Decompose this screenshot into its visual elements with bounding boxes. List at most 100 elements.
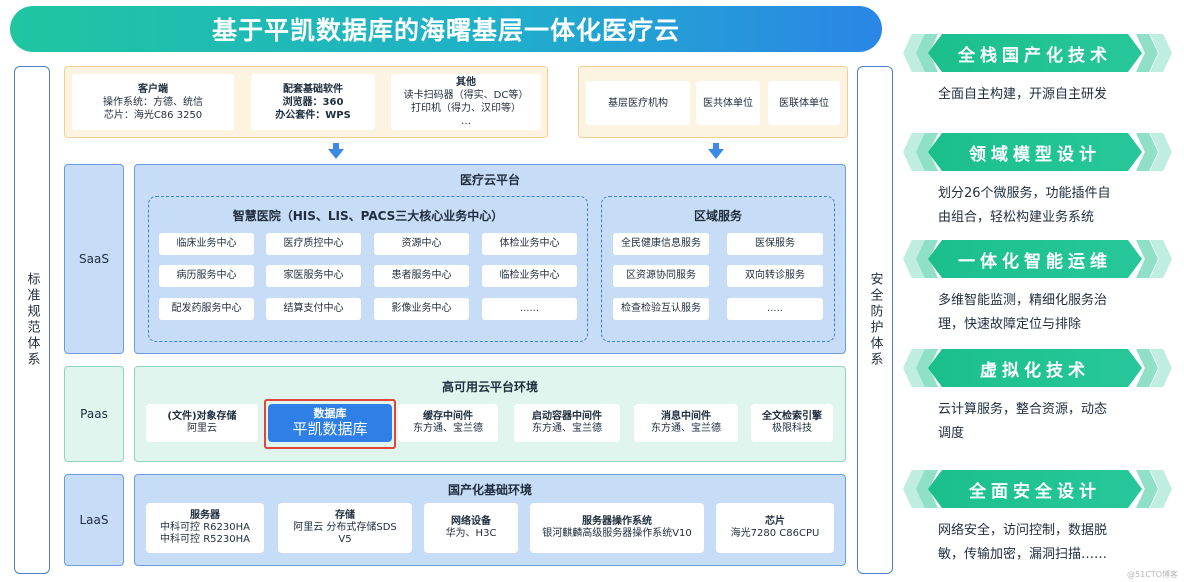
software-browser: 浏览器：360 <box>282 96 344 108</box>
chevron-left-icon <box>903 34 925 72</box>
other-reader: 读卡扫码器（得实、DC等） <box>403 90 529 101</box>
unit-card-3: 医联体单位 <box>768 81 840 125</box>
other-more: … <box>461 116 471 127</box>
feature-title-ribbon: 全面安全设计 <box>928 470 1142 508</box>
paas-component-card: 缓存中间件东方通、宝兰德 <box>398 404 498 442</box>
down-arrow-stem <box>713 143 719 149</box>
paas-component-title: 数据库 <box>313 406 347 420</box>
software-card: 配套基础软件 浏览器：360 办公套件：WPS <box>251 74 375 130</box>
infrastructure-title: 服务器操作系统 <box>582 516 652 527</box>
paas-title: 高可用云平台环境 <box>441 380 538 394</box>
database-card-highlight: 数据库平凯数据库 <box>268 404 392 442</box>
paas-component-vendor: 东方通、宝兰德 <box>532 423 602 434</box>
paas-component-card: 消息中间件东方通、宝兰德 <box>634 404 738 442</box>
regional-service-chip: ..... <box>727 298 823 320</box>
chevron-left-icon <box>903 349 925 387</box>
standards-system-panel: 标准规范体系 <box>14 66 50 574</box>
infrastructure-title: 网络设备 <box>451 516 491 527</box>
security-system-label: 安全防护体系 <box>867 272 883 368</box>
paas-component-title: 消息中间件 <box>661 411 711 422</box>
client-chip: 芯片：海光C86 3250 <box>103 109 203 121</box>
security-system-panel: 安全防护体系 <box>857 66 893 574</box>
regional-service-chip: 双向转诊服务 <box>727 265 823 287</box>
paas-component-title: (文件)对象存储 <box>167 411 237 422</box>
feature-description: 敏，传输加密，漏洞扫描…… <box>938 547 1108 562</box>
chevron-left-icon <box>916 34 938 72</box>
regional-service-chip: 检查检验互认服务 <box>613 298 709 320</box>
unit-label: 医联体单位 <box>779 97 829 109</box>
chevron-right-icon <box>1136 240 1158 278</box>
paas-component-vendor: 极限科技 <box>772 423 812 434</box>
feature-description: 全面自主构建，开源自主研发 <box>938 87 1108 102</box>
hospital-service-chip: 结算支付中心 <box>266 298 361 320</box>
infrastructure-title: 芯片 <box>765 516 785 527</box>
laas-title: 国产化基础环境 <box>447 483 532 497</box>
paas-component-title: 缓存中间件 <box>423 411 473 422</box>
chevron-right-icon <box>1150 240 1172 278</box>
software-title: 配套基础软件 <box>283 83 343 95</box>
chevron-left-icon <box>903 133 925 171</box>
unit-label: 基层医疗机构 <box>608 97 668 109</box>
infrastructure-detail: 华为、H3C <box>445 528 497 539</box>
saas-panel <box>134 164 846 354</box>
infrastructure-detail: V5 <box>338 534 352 545</box>
hospital-service-chip: 临检业务中心 <box>482 265 577 287</box>
paas-component-vendor: 东方通、宝兰德 <box>651 423 721 434</box>
feature-description: 理，快速故障定位与排除 <box>938 317 1082 332</box>
regional-service-group <box>601 196 835 342</box>
hospital-service-chip: 配发药服务中心 <box>159 298 254 320</box>
software-office: 办公套件：WPS <box>275 109 351 121</box>
other-printer: 打印机（得力、汉印等） <box>411 103 521 114</box>
paas-component-vendor: 平凯数据库 <box>292 419 368 438</box>
infrastructure-detail: 银河麒麟高级服务器操作系统V10 <box>542 528 692 539</box>
paas-component-card: 全文检索引擎极限科技 <box>751 404 833 442</box>
client-title: 客户端 <box>138 83 168 95</box>
hospital-service-chip: 资源中心 <box>374 233 469 255</box>
other-title: 其他 <box>456 77 476 88</box>
chevron-left-icon <box>916 133 938 171</box>
infrastructure-title: 存储 <box>335 510 355 521</box>
feature-description: 由组合，轻松构建业务系统 <box>938 210 1095 225</box>
chevron-right-icon <box>1136 34 1158 72</box>
paas-label: Paas <box>64 366 124 462</box>
unit-label: 医共体单位 <box>703 97 753 109</box>
client-card: 客户端 操作系统：方德、统信 芯片：海光C86 3250 <box>72 74 234 130</box>
chevron-right-icon <box>1136 133 1158 171</box>
feature-description: 云计算服务，整合资源，动态 <box>938 402 1108 417</box>
laas-label: LaaS <box>64 474 124 566</box>
watermark: @51CTO博客 <box>1127 570 1178 579</box>
saas-label: SaaS <box>64 164 124 354</box>
unit-card-1: 基层医疗机构 <box>586 81 690 125</box>
feature-title-ribbon: 一体化智能运维 <box>928 240 1142 278</box>
smart-hospital-title: 智慧医院（HIS、LIS、PACS三大核心业务中心） <box>232 209 504 223</box>
chevron-right-icon <box>1150 34 1172 72</box>
other-card: 其他 读卡扫码器（得实、DC等） 打印机（得力、汉印等） … <box>391 74 541 130</box>
infrastructure-detail: 海光7280 C86CPU <box>730 528 820 539</box>
chevron-left-icon <box>916 349 938 387</box>
feature-description: 划分26个微服务，功能插件自 <box>938 186 1111 201</box>
hospital-service-chip: 病历服务中心 <box>159 265 254 287</box>
standards-system-label: 标准规范体系 <box>24 272 40 368</box>
hospital-service-chip: 临床业务中心 <box>159 233 254 255</box>
paas-component-card: 启动容器中间件东方通、宝兰德 <box>514 404 620 442</box>
regional-service-chip: 全民健康信息服务 <box>613 233 709 255</box>
chevron-right-icon <box>1150 470 1172 508</box>
hospital-service-chip: 患者服务中心 <box>374 265 469 287</box>
feature-title-ribbon: 全栈国产化技术 <box>928 34 1142 72</box>
hospital-service-chip: 体检业务中心 <box>482 233 577 255</box>
hospital-service-chip: ...... <box>482 298 577 320</box>
feature-title-ribbon: 领域模型设计 <box>928 133 1142 171</box>
chevron-left-icon <box>903 470 925 508</box>
down-arrow-stem <box>333 143 339 149</box>
hospital-service-chip: 医疗质控中心 <box>266 233 361 255</box>
unit-card-2: 医共体单位 <box>696 81 760 125</box>
paas-component-vendor: 东方通、宝兰德 <box>413 423 483 434</box>
paas-component-title: 全文检索引擎 <box>762 411 822 422</box>
infrastructure-detail: 中科可控 R5230HA <box>160 534 250 545</box>
saas-title: 医疗云平台 <box>459 173 520 187</box>
paas-component-card: (文件)对象存储阿里云 <box>146 404 258 442</box>
chevron-right-icon <box>1150 349 1172 387</box>
chevron-right-icon <box>1136 470 1158 508</box>
